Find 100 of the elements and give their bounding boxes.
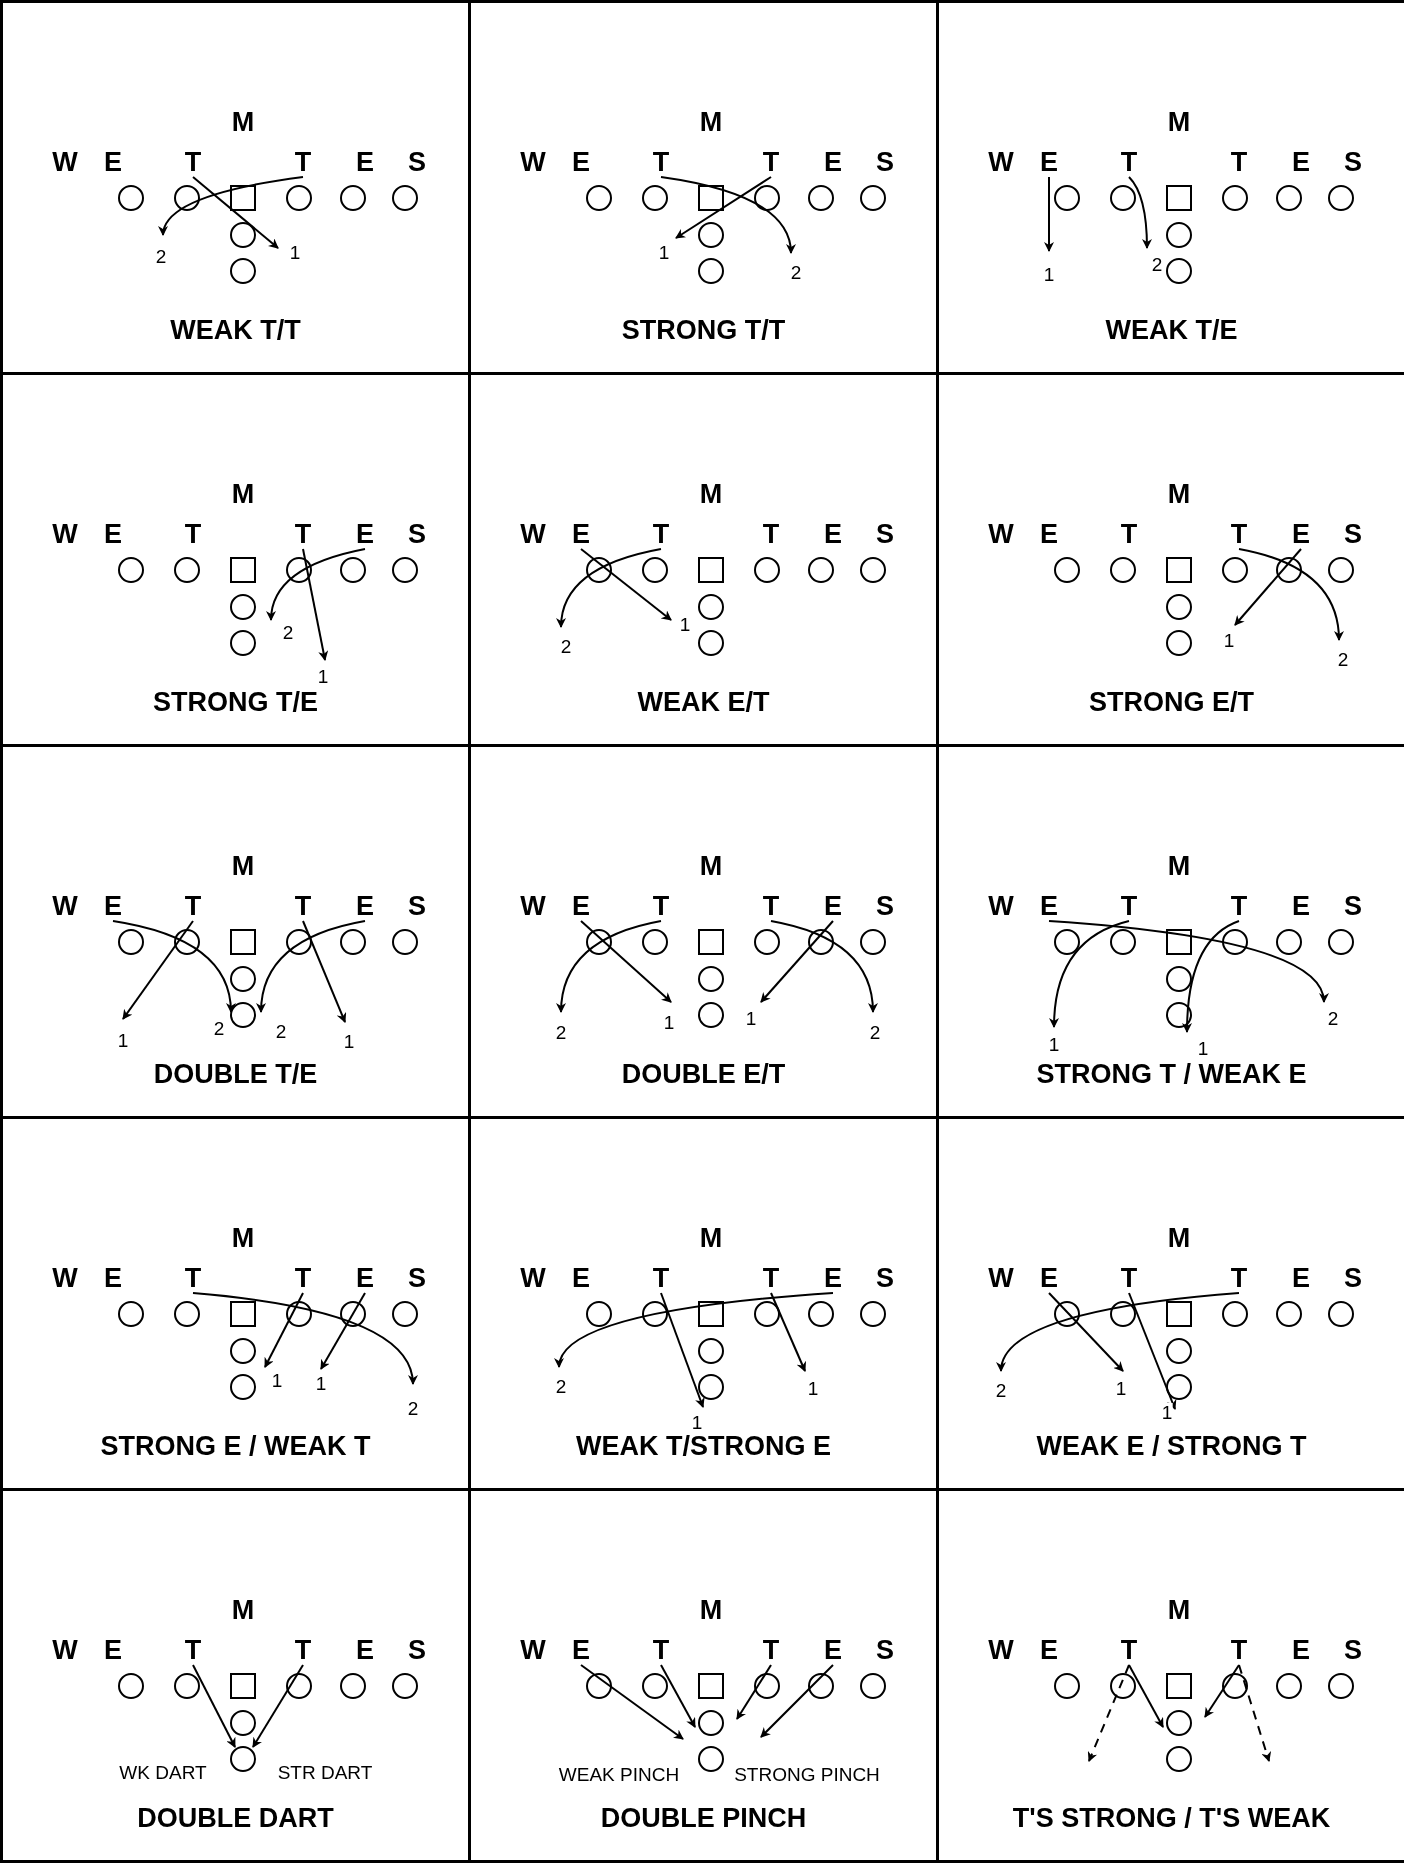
position-letter: T xyxy=(1230,1264,1248,1292)
arrow xyxy=(660,1292,705,1408)
position-letter: S xyxy=(1344,1264,1362,1292)
position-letter: M xyxy=(231,1224,255,1252)
position-letter: T xyxy=(1120,1636,1138,1664)
position-letter: W xyxy=(520,1264,546,1292)
position-letter: E xyxy=(1292,520,1310,548)
position-letter: M xyxy=(699,1596,723,1624)
position-letter: E xyxy=(1040,148,1058,176)
arrow xyxy=(555,1292,834,1368)
play-title: STRONG E/T xyxy=(1089,687,1254,718)
arrow xyxy=(1128,1292,1177,1410)
arrow xyxy=(264,1292,304,1368)
play-title: DOUBLE E/T xyxy=(621,1059,786,1090)
position-letter: E xyxy=(356,148,374,176)
arrow xyxy=(252,1664,304,1748)
position-letter: T xyxy=(1230,892,1248,920)
position-letter: W xyxy=(520,892,546,920)
arrow xyxy=(256,920,366,1013)
position-letter: E xyxy=(356,1636,374,1664)
position-letter: M xyxy=(1167,108,1191,136)
position-letter: W xyxy=(52,1636,78,1664)
position-letter: E xyxy=(1292,1636,1310,1664)
position-letter: W xyxy=(988,520,1014,548)
position-letter: T xyxy=(294,1636,312,1664)
position-letter: T xyxy=(652,520,670,548)
arrow xyxy=(302,920,347,1023)
arrow xyxy=(580,920,672,1003)
position-letter: M xyxy=(1167,1596,1191,1624)
position-letter: T xyxy=(652,148,670,176)
position-letter: E xyxy=(1040,520,1058,548)
position-letter: M xyxy=(1167,480,1191,508)
position-letter: W xyxy=(52,892,78,920)
position-letter: T xyxy=(184,892,202,920)
position-letter: T xyxy=(762,148,780,176)
position-letter: M xyxy=(699,852,723,880)
position-letter: W xyxy=(988,1264,1014,1292)
arrow xyxy=(122,920,194,1020)
arrow xyxy=(1128,176,1152,249)
play-title: STRONG T / WEAK E xyxy=(1036,1059,1307,1090)
position-letter: E xyxy=(824,148,842,176)
position-letter: E xyxy=(572,1636,590,1664)
play-title: DOUBLE PINCH xyxy=(600,1803,807,1834)
position-letter: T xyxy=(294,520,312,548)
position-letter: T xyxy=(1120,892,1138,920)
position-letter: T xyxy=(184,1636,202,1664)
position-letter: E xyxy=(104,520,122,548)
position-letter: E xyxy=(1292,892,1310,920)
arrow xyxy=(580,1664,684,1740)
arrow xyxy=(1048,920,1328,1003)
arrow xyxy=(580,548,672,621)
position-letter: S xyxy=(1344,892,1362,920)
position-letter: M xyxy=(699,108,723,136)
position-letter: E xyxy=(1040,1636,1058,1664)
arrow xyxy=(1238,1664,1272,1762)
position-letter: W xyxy=(520,520,546,548)
position-letter: M xyxy=(699,480,723,508)
position-letter: S xyxy=(408,1264,426,1292)
position-letter: W xyxy=(520,1636,546,1664)
position-letter: E xyxy=(824,520,842,548)
play-title: WEAK T/STRONG E xyxy=(576,1431,831,1462)
arrow xyxy=(770,920,878,1013)
play-panel xyxy=(0,1488,471,1863)
arrow xyxy=(556,548,662,628)
position-letter: S xyxy=(1344,1636,1362,1664)
arrow xyxy=(192,1664,236,1748)
position-letter: T xyxy=(184,148,202,176)
position-letter: T xyxy=(1230,520,1248,548)
position-letter: T xyxy=(1120,148,1138,176)
position-letter: T xyxy=(184,1264,202,1292)
arrow xyxy=(1128,1664,1164,1728)
position-letter: E xyxy=(572,148,590,176)
play-title: T'S STRONG / T'S WEAK xyxy=(1012,1803,1331,1834)
position-letter: M xyxy=(231,108,255,136)
position-letter: M xyxy=(231,852,255,880)
position-letter: M xyxy=(231,480,255,508)
position-letter: E xyxy=(104,148,122,176)
arrow xyxy=(302,548,329,661)
position-letter: E xyxy=(1040,892,1058,920)
arrow xyxy=(1182,920,1240,1033)
position-letter: S xyxy=(408,520,426,548)
play-panel xyxy=(0,0,471,375)
position-letter: E xyxy=(1292,148,1310,176)
position-letter: S xyxy=(876,892,894,920)
position-letter: T xyxy=(294,1264,312,1292)
position-letter: E xyxy=(824,1636,842,1664)
arrow xyxy=(1234,548,1302,626)
arrow xyxy=(675,176,772,239)
position-letter: T xyxy=(1230,1636,1248,1664)
play-title: WEAK T/E xyxy=(1105,315,1238,346)
arrow xyxy=(760,1664,834,1738)
arrow xyxy=(159,176,304,236)
position-letter: E xyxy=(824,892,842,920)
position-letter: S xyxy=(408,1636,426,1664)
position-letter: E xyxy=(104,892,122,920)
position-letter: S xyxy=(408,892,426,920)
position-letter: W xyxy=(52,1264,78,1292)
position-letter: T xyxy=(652,1636,670,1664)
arrow xyxy=(760,920,834,1003)
position-letter: T xyxy=(294,148,312,176)
